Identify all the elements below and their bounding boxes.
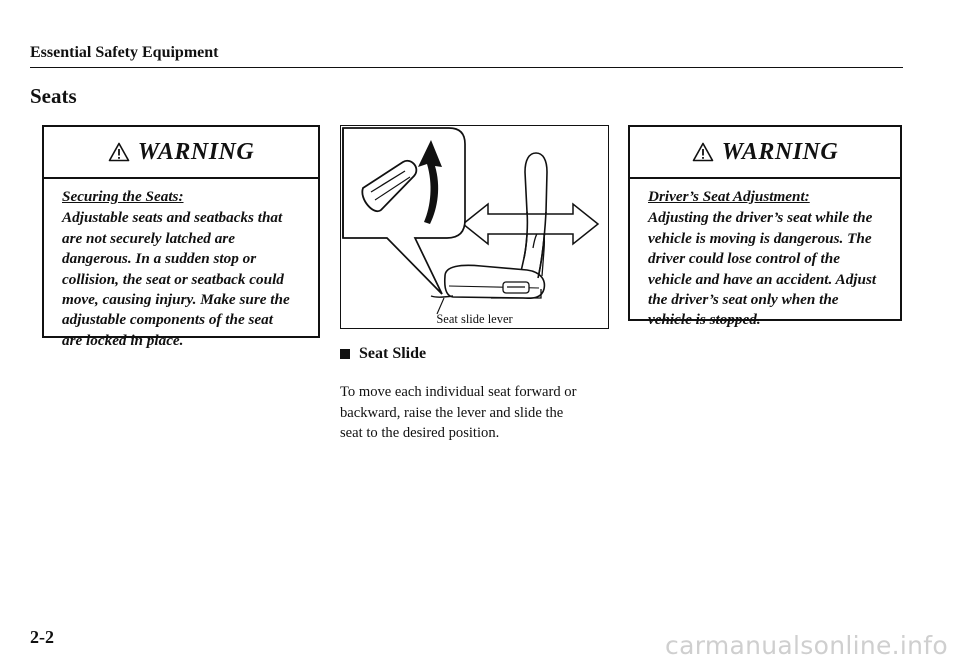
body-line: seat to the desired position. [340, 425, 500, 441]
body-line: backward, raise the lever and slide the [340, 404, 564, 421]
warning-triangle-icon [692, 142, 714, 162]
warning-line: Adjustable seats and seatbacks that [62, 209, 283, 227]
warning-title: WARNING [721, 138, 839, 165]
warning-subtitle: Securing the Seats: [62, 188, 184, 205]
warning-line: move, causing injury. Make sure the [62, 291, 290, 309]
warning-line: dangerous. In a sudden stop or [62, 250, 257, 268]
warning-box-securing-seats: WARNING Securing the Seats: Adjustable s… [42, 125, 320, 349]
warning-body: Driver’s Seat Adjustment: Adjusting the … [630, 179, 900, 331]
warning-line: vehicle is stopped. [648, 311, 761, 329]
square-bullet-icon [340, 349, 350, 359]
page-number: 2-2 [30, 627, 54, 647]
warning-line: Adjusting the driver’s seat while the [648, 209, 873, 227]
seat-slide-illustration: Seat slide lever [340, 125, 609, 329]
illustration-caption: Seat slide lever [436, 312, 513, 326]
warning-line: collision, the seat or seatback could [62, 270, 284, 288]
warning-triangle-icon [108, 142, 130, 162]
body-line: To move each individual seat forward or [340, 384, 577, 400]
warning-line: vehicle and have an accident. Adjust [648, 270, 877, 288]
warning-line: the driver’s seat only when the [648, 291, 839, 309]
warning-line: are not securely latched are [62, 229, 235, 247]
warning-subtitle: Driver’s Seat Adjustment: [648, 188, 810, 205]
warning-line: vehicle is moving is dangerous. The [648, 229, 872, 247]
warning-line: are locked in place. [62, 331, 184, 349]
warning-box-drivers-seat: WARNING Driver’s Seat Adjustment: Adjust… [628, 125, 902, 328]
warning-body: Securing the Seats: Adjustable seats and… [44, 179, 318, 351]
watermark: carmanualsonline.info [665, 631, 948, 660]
seat-slide-diagram [342, 127, 600, 315]
seat-slide-heading-text: Seat Slide [359, 345, 427, 362]
warning-header: WARNING [44, 127, 318, 179]
warning-line: adjustable components of the seat [62, 311, 273, 329]
warning-line: driver could lose control of the [648, 250, 840, 268]
seat-slide-heading: Seat Slide [340, 345, 426, 363]
seat-slide-instructions: To move each individual seat forward or … [340, 382, 615, 444]
header-rule [30, 67, 903, 68]
warning-title: WARNING [137, 138, 255, 165]
section-header: Essential Safety Equipment [30, 44, 219, 61]
warning-header: WARNING [630, 127, 900, 179]
page-title: Seats [30, 84, 77, 108]
